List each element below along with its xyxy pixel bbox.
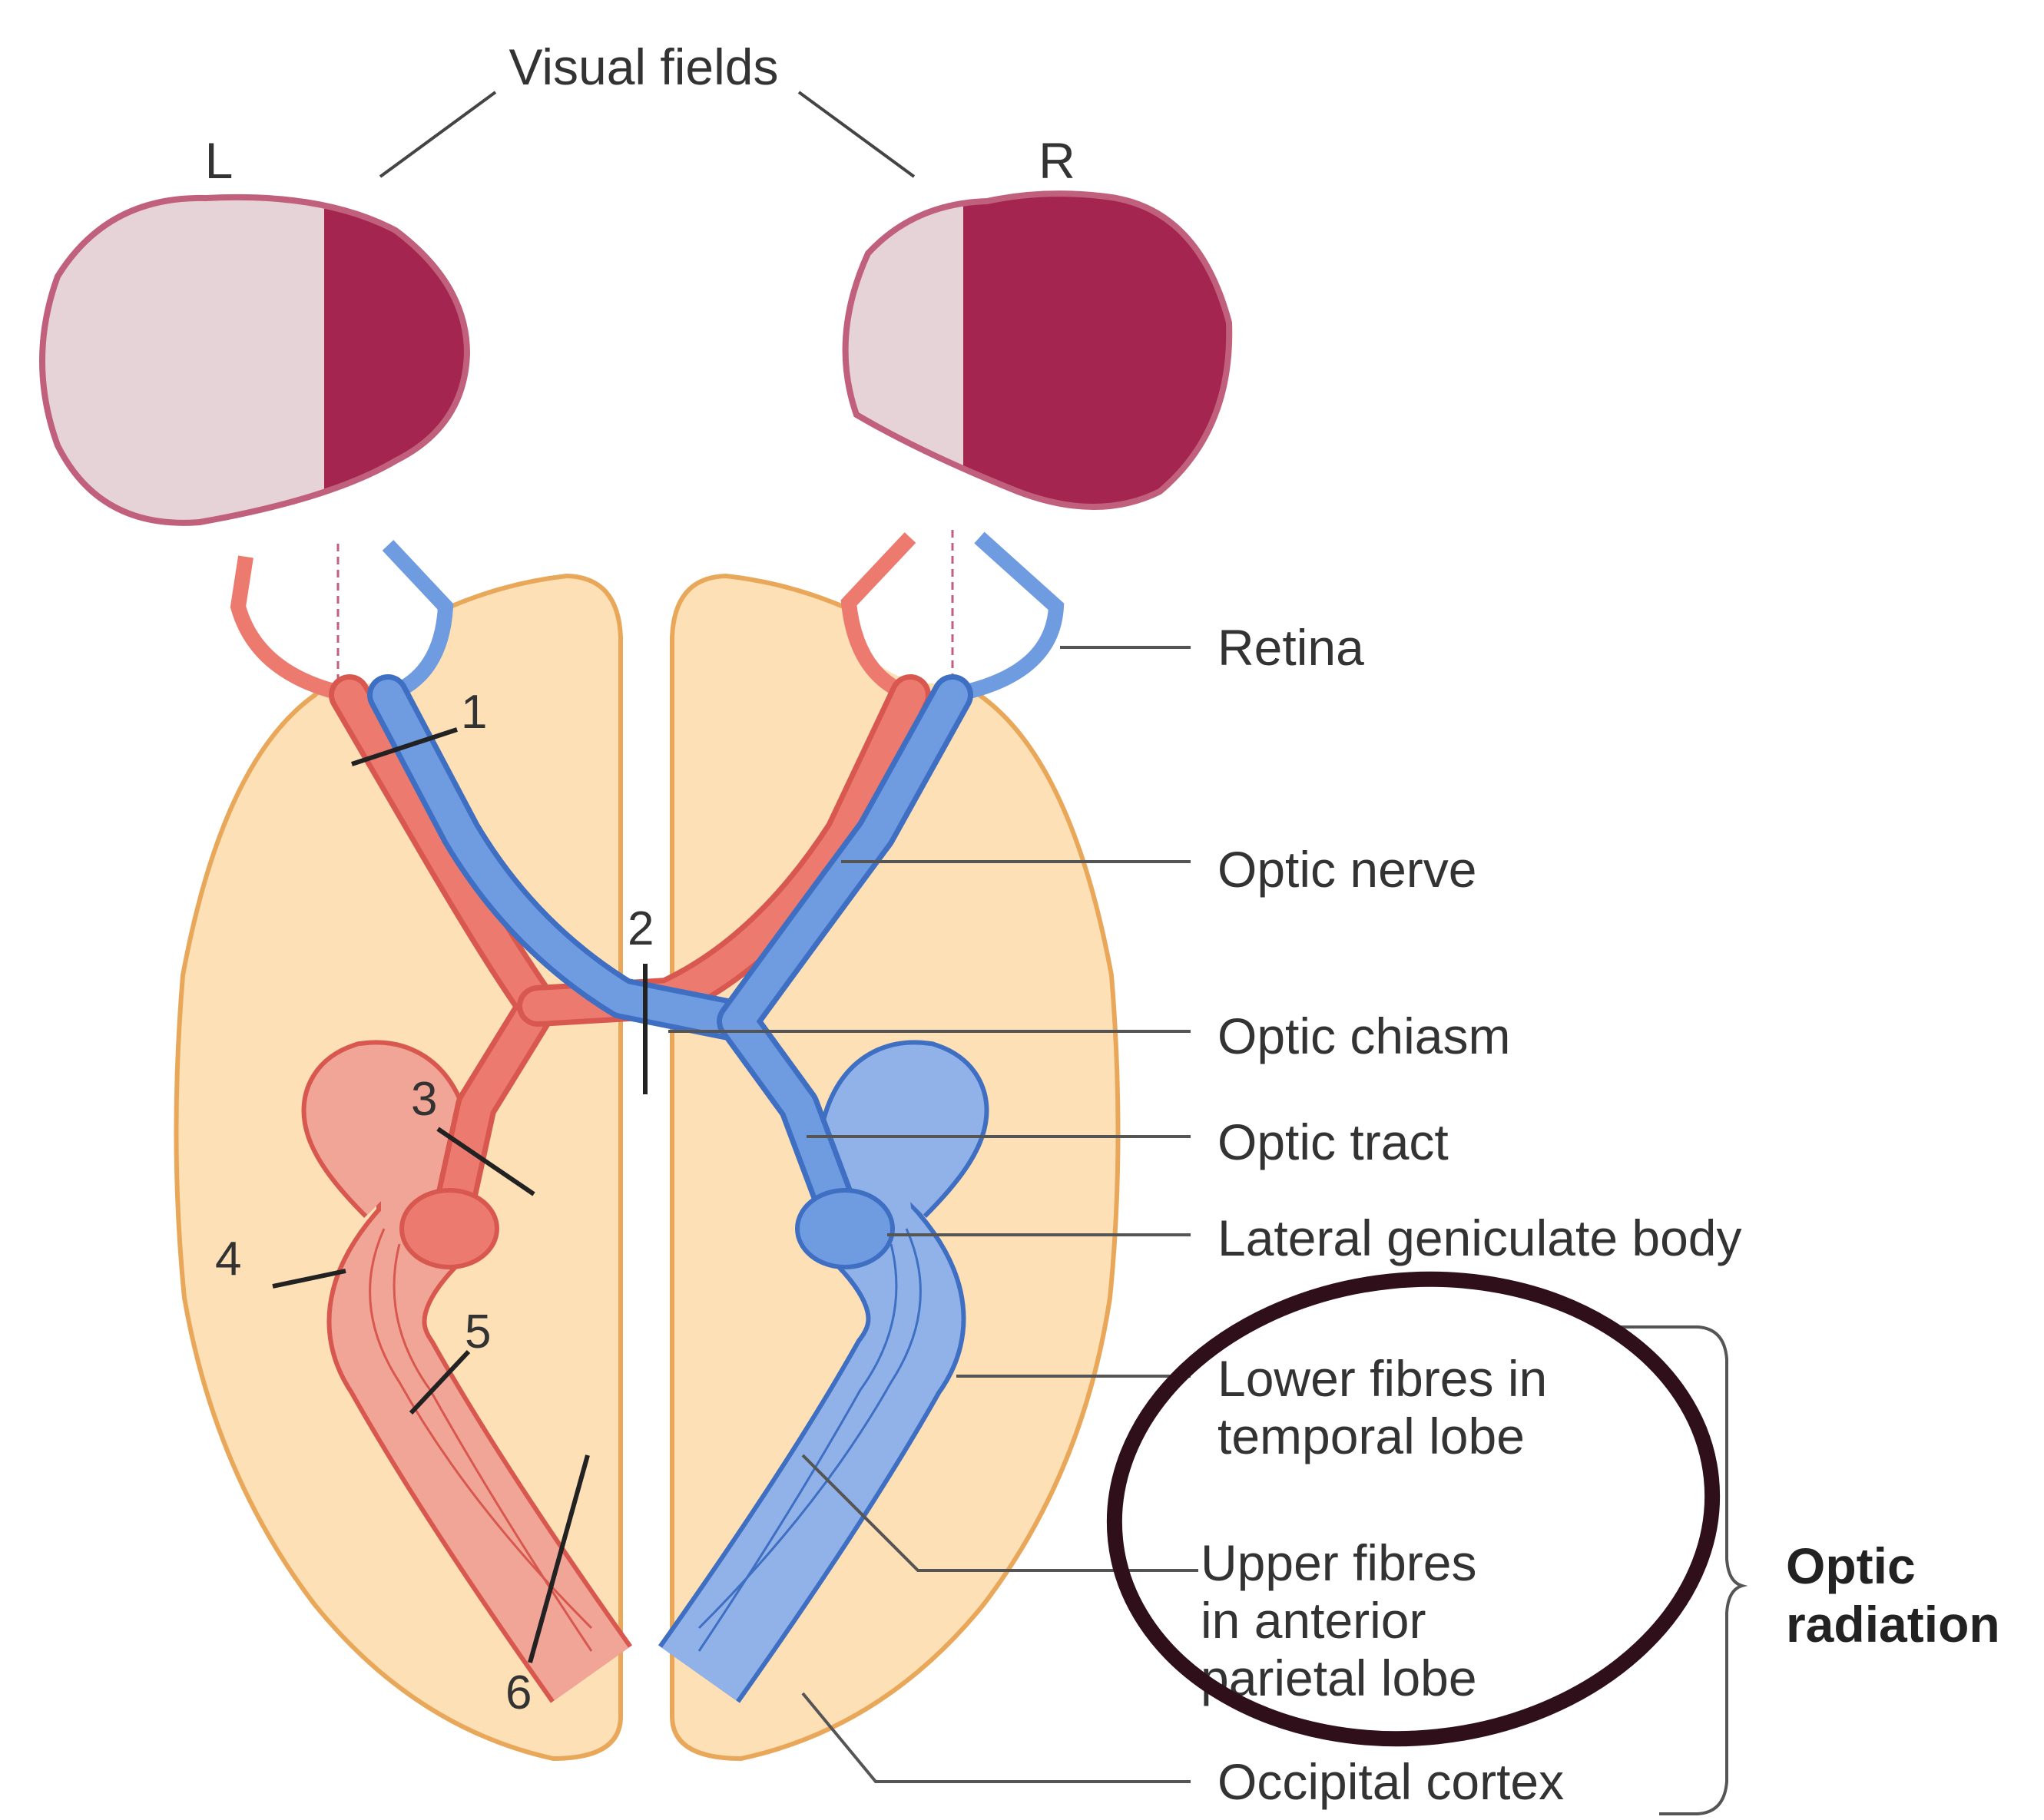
lesion-1-number: 1	[461, 686, 487, 739]
upper-fibres-label-line1: Upper fibres	[1201, 1534, 1477, 1591]
right-visual-field	[814, 154, 1270, 553]
left-lateral-geniculate-body	[402, 1190, 497, 1267]
lesion-2-number: 2	[628, 902, 654, 955]
upper-fibres-label-line2: in anterior	[1201, 1592, 1426, 1649]
right-field-light-half	[814, 154, 963, 553]
right-field-dark-half	[963, 154, 1270, 553]
left-visual-field	[0, 154, 509, 553]
right-retina	[849, 530, 1056, 695]
lesion-3-number: 3	[411, 1073, 437, 1126]
occipital-cortex-label: Occipital cortex	[1217, 1753, 1564, 1810]
right-eye-letter: R	[1039, 132, 1075, 189]
visual-fields-title: Visual fields	[509, 38, 779, 95]
lateral-geniculate-body-label: Lateral geniculate body	[1217, 1209, 1742, 1266]
lesion-4-number: 4	[215, 1233, 241, 1286]
left-retina	[238, 544, 446, 695]
right-lateral-geniculate-body	[797, 1190, 893, 1267]
lower-fibres-label-line1: Lower fibres in	[1217, 1350, 1547, 1407]
optic-radiation-label-line1: Optic	[1786, 1537, 1916, 1594]
optic-radiation-label-line2: radiation	[1786, 1596, 2000, 1653]
retina-label: Retina	[1217, 619, 1364, 676]
lower-fibres-label-line2: temporal lobe	[1217, 1408, 1525, 1464]
optic-tract-label: Optic tract	[1217, 1114, 1449, 1170]
left-field-light-half	[0, 154, 324, 553]
visual-fields-leader-left	[380, 92, 495, 177]
left-eye-letter: L	[205, 132, 234, 189]
optic-radiation-bracket	[1598, 1327, 1742, 1814]
lesion-5-number: 5	[465, 1305, 491, 1358]
lesion-6-number: 6	[505, 1666, 532, 1719]
optic-nerve-label: Optic nerve	[1217, 841, 1476, 898]
visual-fields-leader-right	[799, 92, 914, 177]
optic-chiasm-label: Optic chiasm	[1217, 1008, 1510, 1064]
